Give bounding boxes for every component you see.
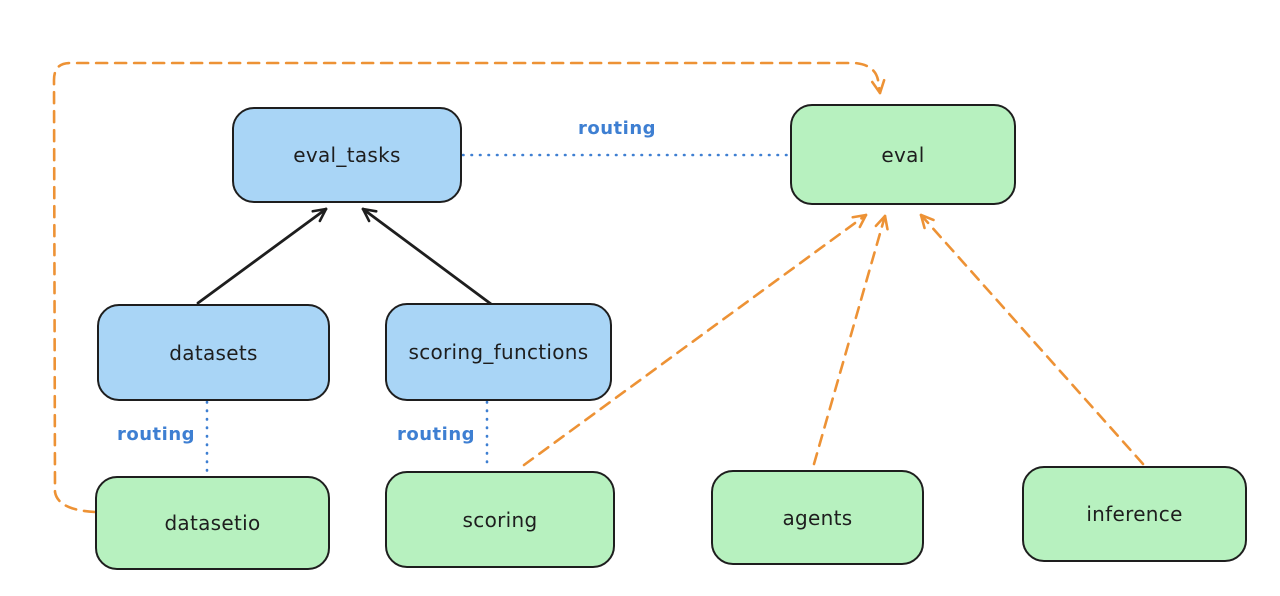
edge-label-routing-scoring-functions-scoring: routing <box>396 424 476 445</box>
edge-label-routing-eval-tasks-eval: routing <box>577 118 657 139</box>
node-datasetio: datasetio <box>95 476 330 570</box>
edge-datasetio-to-eval <box>52 61 886 514</box>
node-agents: agents <box>711 470 924 565</box>
node-scoring-functions: scoring_functions <box>385 303 612 401</box>
node-datasets: datasets <box>97 304 330 401</box>
node-datasets-label: datasets <box>169 340 258 365</box>
node-eval: eval <box>790 104 1016 205</box>
edge-agents-to-eval <box>812 214 889 466</box>
node-eval-label: eval <box>881 142 925 167</box>
node-datasetio-label: datasetio <box>164 511 261 535</box>
node-scoring-label: scoring <box>462 507 538 532</box>
edge-scoring-functions-to-eval-tasks <box>361 207 493 306</box>
node-scoring-functions-label: scoring_functions <box>408 340 589 364</box>
node-eval-tasks-label: eval_tasks <box>293 143 401 167</box>
edge-label-routing-datasets-datasetio: routing <box>116 424 196 445</box>
edge-datasets-to-eval-tasks <box>196 207 328 305</box>
edge-inference-to-eval <box>919 213 1145 466</box>
node-eval-tasks: eval_tasks <box>232 107 462 203</box>
node-scoring: scoring <box>385 471 615 568</box>
edge-scoring-to-eval <box>522 213 868 467</box>
node-inference: inference <box>1022 466 1247 562</box>
node-agents-label: agents <box>782 505 853 530</box>
node-inference-label: inference <box>1086 502 1183 526</box>
